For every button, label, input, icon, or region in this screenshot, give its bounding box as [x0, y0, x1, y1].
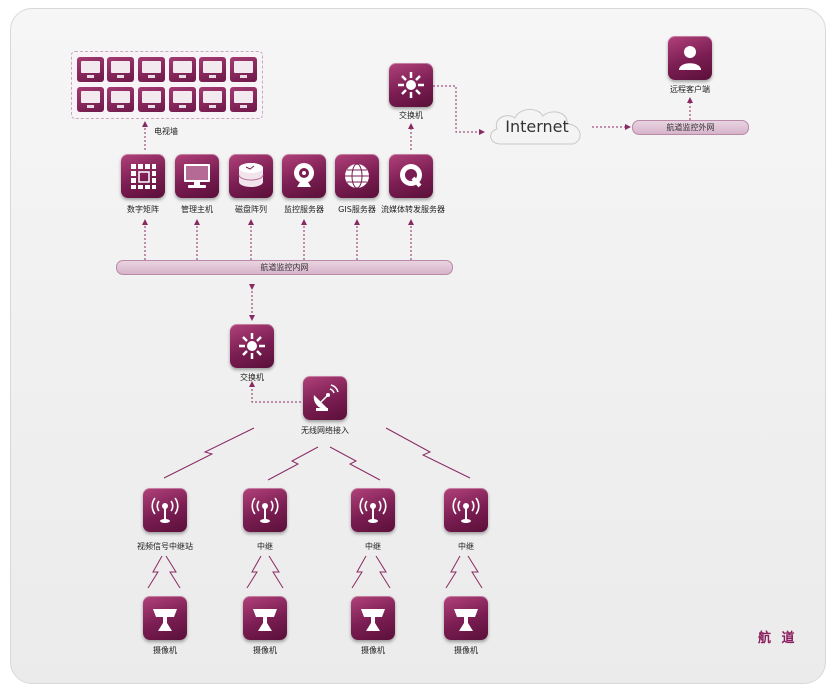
satellite-dish-icon — [313, 384, 339, 411]
intranet-bar: 航道监控内网 — [116, 260, 453, 275]
tv-screen-icon — [169, 57, 196, 82]
wireless-label: 无线网络接入 — [301, 426, 349, 435]
antenna-icon — [452, 497, 480, 523]
matrix-node — [121, 154, 165, 198]
tv-screen-icon — [169, 87, 196, 112]
remote-client-node — [668, 36, 712, 80]
disk-array-label: 磁盘阵列 — [235, 205, 267, 214]
switch-mid-label: 交换机 — [240, 373, 264, 382]
tv-screen-icon — [138, 87, 165, 112]
tv-screen-icon — [77, 57, 104, 82]
disk-array-node — [229, 154, 273, 198]
tv-screen-icon — [199, 57, 226, 82]
globe-icon — [345, 163, 369, 189]
camera-node — [351, 596, 395, 640]
matrix-label: 数字矩阵 — [127, 205, 159, 214]
monitor-server-node — [282, 154, 326, 198]
matrix-icon — [131, 164, 156, 189]
management-host-label: 管理主机 — [181, 205, 213, 214]
antenna-icon — [251, 497, 279, 523]
internet-cloud-icon — [490, 109, 581, 145]
camera-icon — [454, 609, 478, 631]
antenna-icon — [151, 497, 179, 523]
media-server-label: 流媒体转发服务器 — [381, 205, 445, 214]
relay-label: 中继 — [365, 542, 381, 551]
camera-node — [243, 596, 287, 640]
switch-icon — [239, 333, 265, 359]
camera-node — [444, 596, 488, 640]
relay-label: 中继 — [458, 542, 474, 551]
tv-screen-icon — [77, 87, 104, 112]
media-icon — [400, 164, 422, 188]
camera-label: 摄像机 — [253, 646, 277, 655]
relay-node — [351, 488, 395, 532]
camera-icon — [253, 609, 277, 631]
switch-top-node — [389, 63, 433, 107]
gis-server-node — [335, 154, 379, 198]
camera-icon — [153, 609, 177, 631]
remote-client-label: 远程客户端 — [670, 85, 710, 94]
monitor-icon — [184, 164, 210, 188]
relay-node — [243, 488, 287, 532]
antenna-icon — [359, 497, 387, 523]
camera-node — [143, 596, 187, 640]
tv-screen-icon — [199, 87, 226, 112]
relay-node — [143, 488, 187, 532]
camera-label: 摄像机 — [454, 646, 478, 655]
relay-label: 视频信号中继站 — [137, 542, 193, 551]
relay-node — [444, 488, 488, 532]
switch-top-label: 交换机 — [399, 111, 423, 120]
disk-array-icon — [238, 163, 264, 187]
tv-screen-icon — [138, 57, 165, 82]
camera-icon — [361, 609, 385, 631]
tv-wall-label: 电视墙 — [154, 127, 178, 136]
tv-screen-icon — [230, 57, 257, 82]
switch-mid-node — [230, 324, 274, 368]
management-host-node — [175, 154, 219, 198]
tv-screen-icon — [230, 87, 257, 112]
camera-label: 摄像机 — [361, 646, 385, 655]
webcam-icon — [294, 163, 314, 187]
internet-label: Internet — [505, 117, 569, 136]
switch-icon — [398, 72, 424, 98]
wireless-node — [303, 376, 347, 420]
tv-screen-icon — [107, 57, 134, 82]
monitor-server-label: 监控服务器 — [284, 205, 324, 214]
tv-wall — [71, 51, 263, 119]
gis-server-label: GIS服务器 — [338, 205, 376, 214]
media-server-node — [389, 154, 433, 198]
brand-text: 航 道 — [758, 631, 798, 646]
tv-screen-icon — [107, 87, 134, 112]
intranet-label: 航道监控内网 — [260, 263, 309, 272]
extranet-bar: 航道监控外网 — [632, 120, 749, 135]
relay-label: 中继 — [257, 542, 273, 551]
user-icon — [679, 46, 701, 70]
extranet-label: 航道监控外网 — [666, 123, 715, 132]
camera-label: 摄像机 — [153, 646, 177, 655]
